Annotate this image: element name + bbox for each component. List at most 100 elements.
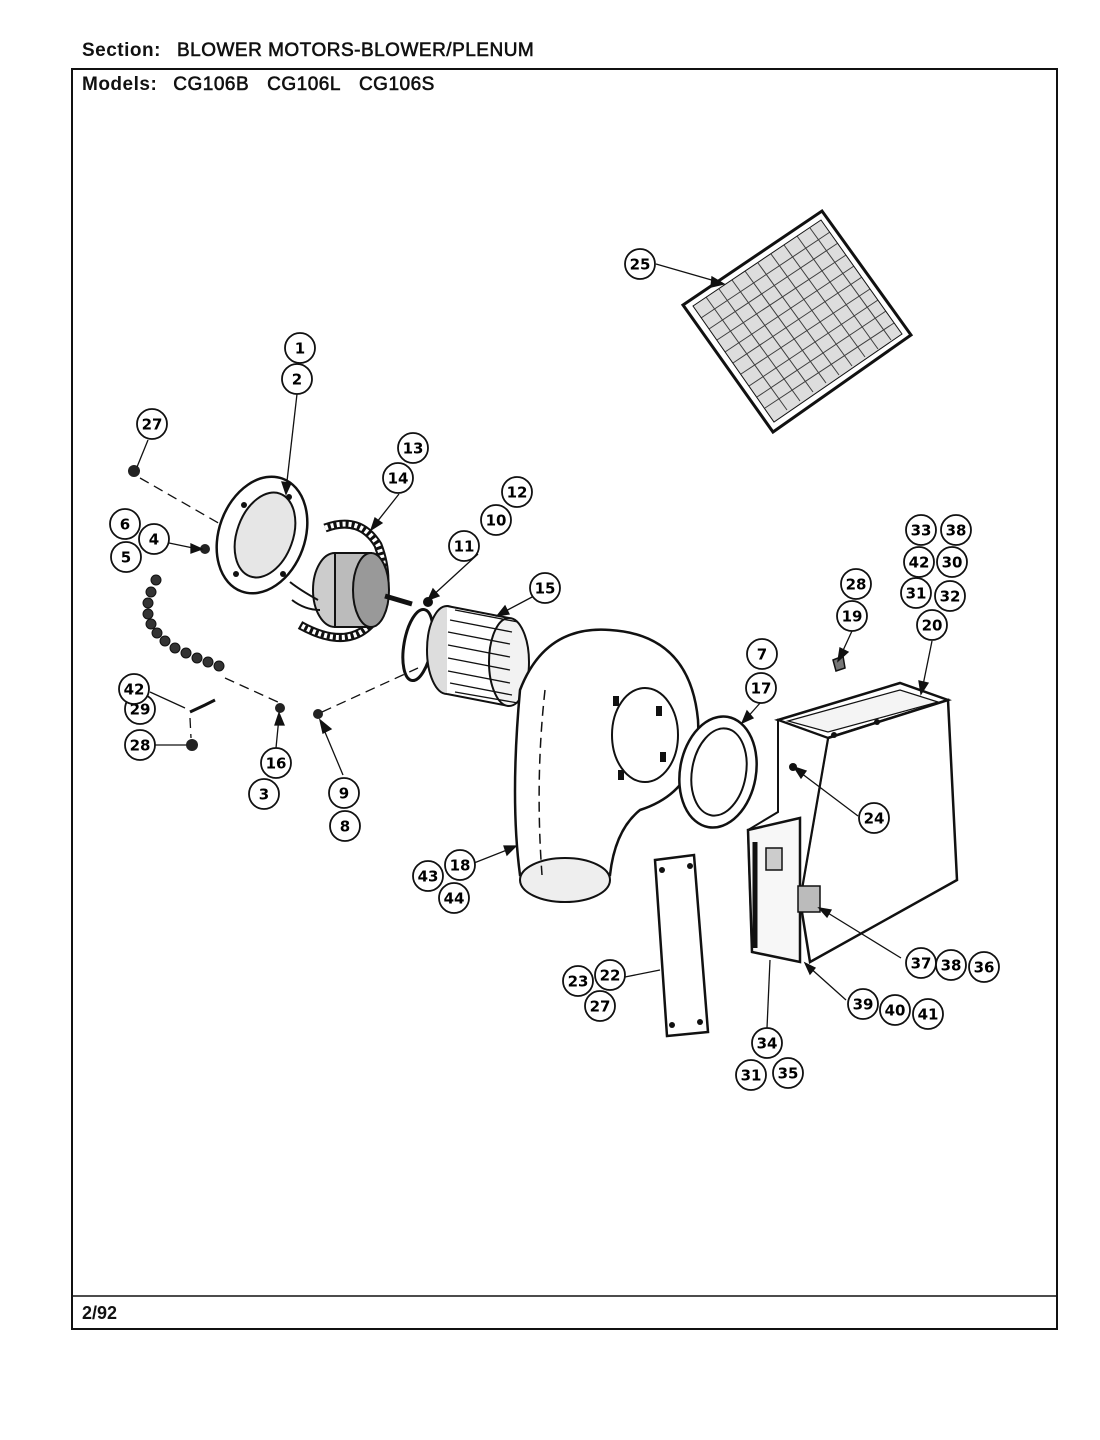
- callout-36: 36: [968, 951, 1000, 983]
- callout-number: 27: [590, 998, 611, 1016]
- callout-circle: [260, 747, 292, 779]
- callout-31-2: 31: [735, 1059, 767, 1091]
- plenum-box: [746, 681, 959, 964]
- callout-number: 32: [940, 588, 961, 606]
- callout-28: 28: [124, 729, 156, 761]
- callout-circle: [248, 778, 280, 810]
- callout-circle: [110, 541, 142, 573]
- callout-41: 41: [912, 998, 944, 1030]
- callout-number: 30: [942, 554, 963, 572]
- callout-circle: [397, 432, 429, 464]
- callout-circle: [328, 777, 360, 809]
- callout-number: 31: [906, 585, 927, 603]
- callout-circle: [936, 546, 968, 578]
- callout-42: 42: [118, 673, 150, 705]
- leader-lines: [136, 263, 933, 1029]
- callout-circle: [903, 546, 935, 578]
- callout-number: 37: [911, 955, 932, 973]
- callout-circle: [124, 729, 156, 761]
- callout-circle: [412, 860, 444, 892]
- callout-number: 23: [568, 973, 589, 991]
- callout-circle: [912, 998, 944, 1030]
- callout-circle: [858, 802, 890, 834]
- callout-4: 4: [138, 523, 170, 555]
- callout-circle: [480, 504, 512, 536]
- callout-circle: [284, 332, 316, 364]
- callout-13: 13: [397, 432, 429, 464]
- callout-number: 27: [142, 416, 163, 434]
- callout-circle: [281, 363, 313, 395]
- callout-31: 31: [900, 577, 932, 609]
- section-title: BLOWER MOTORS-BLOWER/PLENUM: [176, 40, 535, 62]
- callout-number: 38: [946, 522, 967, 540]
- callout-number: 18: [450, 857, 471, 875]
- callout-number: 4: [149, 531, 159, 549]
- section-label: Section:: [82, 40, 161, 61]
- callout-circle: [847, 988, 879, 1020]
- callout-44: 44: [438, 882, 470, 914]
- callout-circle: [594, 959, 626, 991]
- callout-number: 13: [403, 440, 424, 458]
- callout-circle: [448, 530, 480, 562]
- callout-38: 38: [940, 514, 972, 546]
- callout-17: 17: [745, 672, 777, 704]
- callout-circle: [444, 849, 476, 881]
- callout-33: 33: [905, 514, 937, 546]
- callout-number: 44: [444, 890, 465, 908]
- callout-30: 30: [936, 546, 968, 578]
- callout-40: 40: [879, 994, 911, 1026]
- callout-11: 11: [448, 530, 480, 562]
- callout-5: 5: [110, 541, 142, 573]
- hardware-screws: [128, 465, 323, 751]
- callout-number: 38: [941, 957, 962, 975]
- callout-number: 34: [757, 1035, 778, 1053]
- access-cover-plate: [653, 853, 710, 1038]
- callout-23: 23: [562, 965, 594, 997]
- callout-number: 20: [922, 617, 943, 635]
- callout-circle: [836, 600, 868, 632]
- callout-number: 15: [535, 580, 556, 598]
- callout-42-2: 42: [903, 546, 935, 578]
- callout-circle: [438, 882, 470, 914]
- callout-24: 24: [858, 802, 890, 834]
- callout-15: 15: [529, 572, 561, 604]
- callout-8: 8: [329, 810, 361, 842]
- callout-9: 9: [328, 777, 360, 809]
- blower-wheel: [426, 605, 530, 707]
- callout-number: 3: [259, 786, 269, 804]
- callout-circle: [136, 408, 168, 440]
- callout-20: 20: [916, 609, 948, 641]
- callout-number: 2: [292, 371, 302, 389]
- callout-number: 29: [130, 701, 151, 719]
- housing-gasket: [678, 715, 758, 829]
- callout-circle: [916, 609, 948, 641]
- callout-number: 1: [295, 340, 305, 358]
- callout-38-2: 38: [935, 949, 967, 981]
- callout-number: 24: [864, 810, 885, 828]
- callout-19: 19: [836, 600, 868, 632]
- callout-number: 31: [741, 1067, 762, 1085]
- callout-number: 7: [757, 646, 767, 664]
- models-label: Models:: [82, 74, 158, 95]
- callout-number: 6: [120, 516, 130, 534]
- callout-1: 1: [284, 332, 316, 364]
- callout-circle: [772, 1057, 804, 1089]
- callout-number: 33: [911, 522, 932, 540]
- callout-number: 39: [853, 996, 874, 1014]
- callout-number: 14: [388, 470, 409, 488]
- callout-number: 36: [974, 959, 995, 977]
- callout-number: 35: [778, 1065, 799, 1083]
- callout-27: 27: [136, 408, 168, 440]
- callout-34: 34: [751, 1027, 783, 1059]
- callout-circle: [109, 508, 141, 540]
- section-header: Section: BLOWER MOTORS-BLOWER/PLENUM: [82, 40, 552, 62]
- callout-circle: [562, 965, 594, 997]
- page-border: [71, 68, 1058, 1330]
- callout-28-2: 28: [840, 568, 872, 600]
- callout-14: 14: [382, 462, 414, 494]
- wire-harness: [142, 574, 225, 672]
- callout-circle: [934, 580, 966, 612]
- ground-strap: [189, 698, 216, 714]
